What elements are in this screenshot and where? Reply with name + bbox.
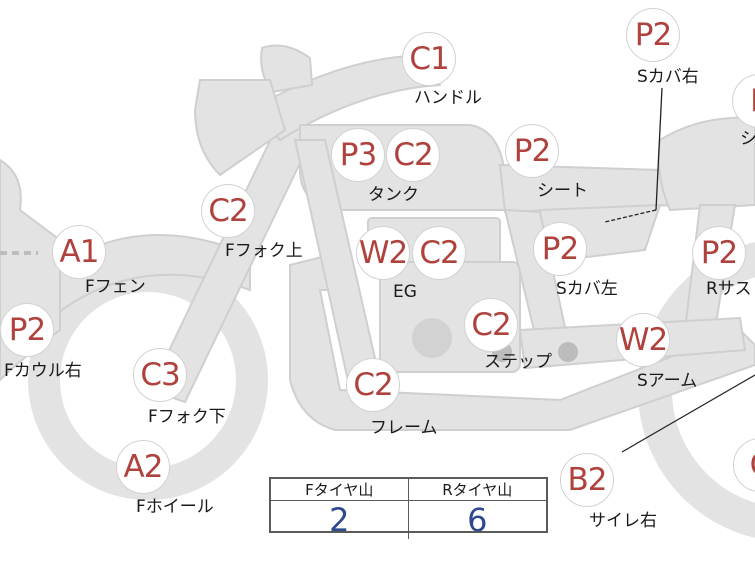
frame — [289, 254, 755, 431]
part-label: シ — [740, 129, 755, 149]
damage-badge: C2 — [412, 226, 466, 280]
part-label: Sカバ左 — [556, 279, 618, 299]
damage-badge: C2 — [386, 128, 440, 182]
part-label: ハンドル — [414, 88, 482, 108]
part-label: タンク — [368, 185, 419, 205]
damage-badge: P2 — [533, 222, 587, 276]
damage-badge: P2 — [0, 303, 54, 357]
rear-tire-value: 6 — [467, 501, 488, 539]
damage-badge: C2 — [346, 358, 400, 412]
part-label: シート — [537, 181, 588, 201]
tire-tread-table: Fタイヤ山 Rタイヤ山 2 6 — [269, 477, 548, 539]
part-label: Fフェン — [85, 277, 146, 297]
part-label: Fフォク上 — [225, 241, 303, 261]
damage-badge: P2 — [626, 8, 680, 62]
damage-badge: P2 — [692, 226, 746, 280]
leader-line — [621, 374, 755, 453]
part-label: サイレ右 — [589, 511, 657, 531]
part-label: EG — [393, 282, 417, 302]
front-tire-value: 2 — [271, 501, 409, 539]
damage-badge: W2 — [616, 313, 670, 367]
handle-grip — [260, 44, 314, 94]
rear-cowl — [657, 116, 755, 212]
part-label: Rサス — [706, 279, 752, 299]
damage-badge: C2 — [201, 184, 255, 238]
part-label: ステップ — [484, 352, 552, 372]
damage-badge: P3 — [331, 128, 385, 182]
damage-badge: C2 — [464, 298, 518, 352]
rear-tire-header: Rタイヤ山 — [408, 479, 546, 501]
step-bolt — [558, 342, 578, 362]
part-label: Sアーム — [637, 371, 698, 391]
part-label: Fフォク下 — [148, 407, 226, 427]
damage-badge: P2 — [505, 124, 559, 178]
part-label: Sカバ右 — [637, 67, 699, 87]
damage-badge: B2 — [560, 453, 614, 507]
engine-cover — [412, 318, 452, 358]
headlight — [193, 79, 287, 177]
front-tire-header: Fタイヤ山 — [271, 479, 409, 501]
part-label: Fカウル右 — [4, 361, 82, 381]
damage-badge: A1 — [52, 225, 106, 279]
damage-badge: W2 — [356, 226, 410, 280]
damage-badge: C3 — [133, 348, 187, 402]
damage-badge: A2 — [116, 440, 170, 494]
damage-badge: C1 — [402, 32, 456, 86]
leader-line — [655, 87, 663, 211]
part-label: Fホイール — [136, 497, 214, 517]
leader-line — [604, 209, 657, 223]
part-label: フレーム — [370, 418, 438, 438]
